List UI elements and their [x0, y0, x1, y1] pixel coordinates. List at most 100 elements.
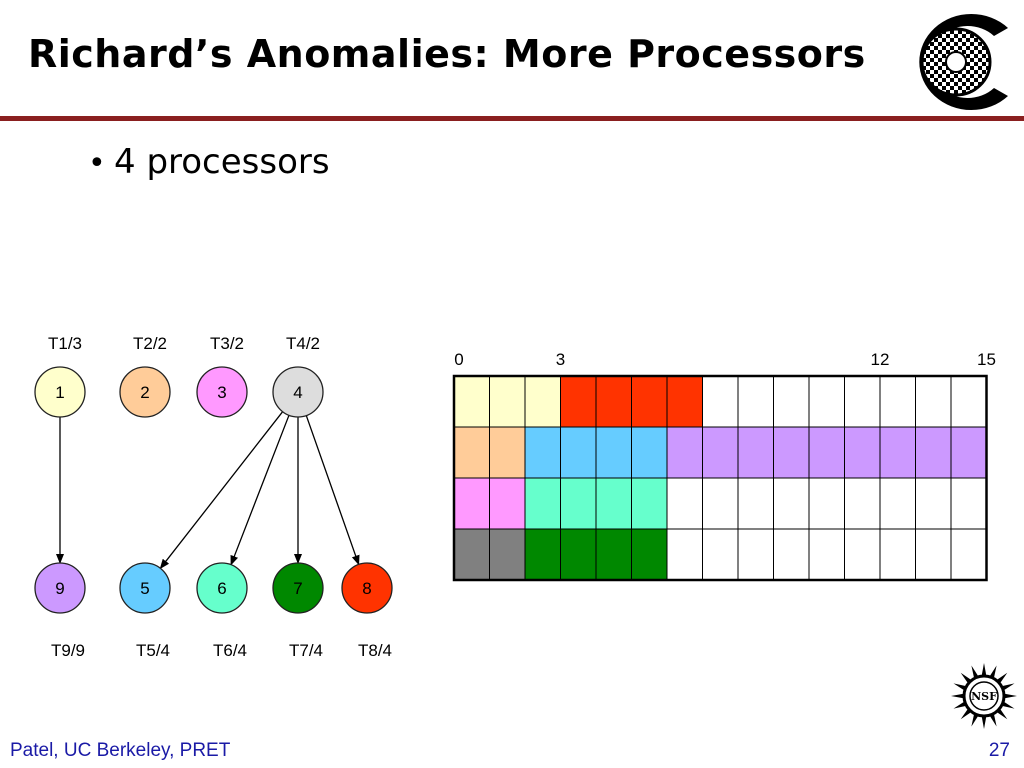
nsf-ray	[1003, 693, 1017, 699]
schedule-cell-task-8	[666, 375, 703, 428]
schedule-cell-task-7	[560, 528, 597, 581]
task-node-7: 7	[272, 562, 324, 614]
edge-4-6	[230, 415, 290, 566]
nsf-ray	[971, 713, 979, 727]
schedule-cell-empty	[666, 477, 703, 530]
schedule-cell-task-8	[595, 375, 632, 428]
nsf-ray	[989, 665, 997, 679]
task-node-number: 4	[293, 383, 302, 402]
schedule-cell-task-9	[666, 426, 703, 479]
task-node-number: 1	[55, 383, 64, 402]
task-label-6: T6/4	[213, 641, 247, 660]
schedule-border	[452, 374, 988, 582]
task-node-2: 2	[119, 366, 171, 418]
schedule-axis-label: 15	[977, 350, 996, 369]
task-node-circle	[119, 366, 171, 418]
task-node-circle	[34, 562, 86, 614]
nsf-ray	[1001, 701, 1015, 709]
nsf-ray	[953, 701, 967, 709]
schedule-axis-label: 3	[556, 350, 565, 369]
task-node-number: 7	[293, 579, 302, 598]
task-node-8: 8	[341, 562, 393, 614]
schedule-cell-task-6	[560, 477, 597, 530]
schedule-cell-task-2	[489, 426, 526, 479]
nsf-ray	[953, 683, 967, 691]
task-node-5: 5	[119, 562, 171, 614]
task-label-5: T5/4	[136, 641, 170, 660]
task-node-4: 4	[272, 366, 324, 418]
task-node-number: 3	[217, 383, 226, 402]
schedule-cell-task-8	[560, 375, 597, 428]
schedule-cell-task-4	[489, 528, 526, 581]
task-node-number: 8	[362, 579, 371, 598]
schedule-grid: 0 3 12 15	[452, 350, 996, 582]
task-node-circle	[196, 366, 248, 418]
schedule-cell-task-9	[950, 426, 987, 479]
schedule-cell-task-1	[453, 375, 490, 428]
nsf-seal-text: NSF	[971, 690, 997, 703]
schedule-cell-empty	[844, 477, 881, 530]
schedule-cell-task-6	[524, 477, 561, 530]
task-label-3: T3/2	[210, 334, 244, 353]
page-number: 27	[988, 740, 1010, 761]
schedule-cell-empty	[879, 528, 916, 581]
schedule-cell-empty	[808, 375, 845, 428]
chess-board-c-logo	[919, 14, 1008, 110]
schedule-axis-label: 0	[454, 350, 463, 369]
task-label-8: T8/4	[358, 641, 392, 660]
schedule-cell-empty	[879, 477, 916, 530]
task-node-6: 6	[196, 562, 248, 614]
task-label-7: T7/4	[289, 641, 323, 660]
nsf-seal-logo: NSF	[951, 663, 1017, 729]
schedule-cell-task-7	[631, 528, 668, 581]
task-node-9: 9	[34, 562, 86, 614]
schedule-cell-task-5	[631, 426, 668, 479]
schedule-cell-empty	[702, 477, 739, 530]
schedule-cell-empty	[844, 375, 881, 428]
schedule-cell-task-8	[631, 375, 668, 428]
schedule-cell-empty	[879, 375, 916, 428]
task-label-1: T1/3	[48, 334, 82, 353]
nsf-ray	[981, 663, 987, 677]
schedule-cell-task-6	[595, 477, 632, 530]
task-node-3: 3	[196, 366, 248, 418]
bullet-dot-icon: •	[88, 146, 106, 181]
task-node-number: 6	[217, 579, 226, 598]
nsf-ray	[981, 715, 987, 729]
task-label-2: T2/2	[133, 334, 167, 353]
title-divider	[0, 116, 1024, 121]
schedule-cell-empty	[950, 477, 987, 530]
schedule-cell-task-9	[808, 426, 845, 479]
schedule-cell-task-9	[773, 426, 810, 479]
task-label-4: T4/2	[286, 334, 320, 353]
task-node-circle	[272, 366, 324, 418]
schedule-cell-empty	[808, 477, 845, 530]
schedule-cell-task-3	[453, 477, 490, 530]
slide-title: Richard’s Anomalies: More Processors	[28, 32, 866, 76]
schedule-cell-empty	[950, 528, 987, 581]
schedule-cell-task-1	[524, 375, 561, 428]
schedule-cell-task-9	[702, 426, 739, 479]
nsf-ray	[951, 693, 965, 699]
task-node-circle	[272, 562, 324, 614]
schedule-cell-empty	[915, 528, 952, 581]
schedule-cell-task-9	[879, 426, 916, 479]
schedule-cell-empty	[773, 528, 810, 581]
task-node-number: 2	[140, 383, 149, 402]
schedule-cell-task-3	[489, 477, 526, 530]
schedule-axis-label: 12	[871, 350, 890, 369]
bullet-text: 4 processors	[114, 142, 330, 182]
schedule-cell-task-5	[524, 426, 561, 479]
task-node-number: 5	[140, 579, 149, 598]
task-node-circle	[34, 366, 86, 418]
task-label-9: T9/9	[51, 641, 85, 660]
schedule-cell-empty	[808, 528, 845, 581]
task-graph: 1 T1/3 2 T2/2 3 T3/2 4 T4/2 9T9/9 5T5/4 6T6/4 7T7/4…	[34, 334, 393, 660]
schedule-cell-empty	[844, 528, 881, 581]
task-node-circle	[196, 562, 248, 614]
task-node-1: 1	[34, 366, 86, 418]
schedule-cell-empty	[773, 375, 810, 428]
schedule-cell-empty	[737, 477, 774, 530]
schedule-cell-empty	[702, 528, 739, 581]
